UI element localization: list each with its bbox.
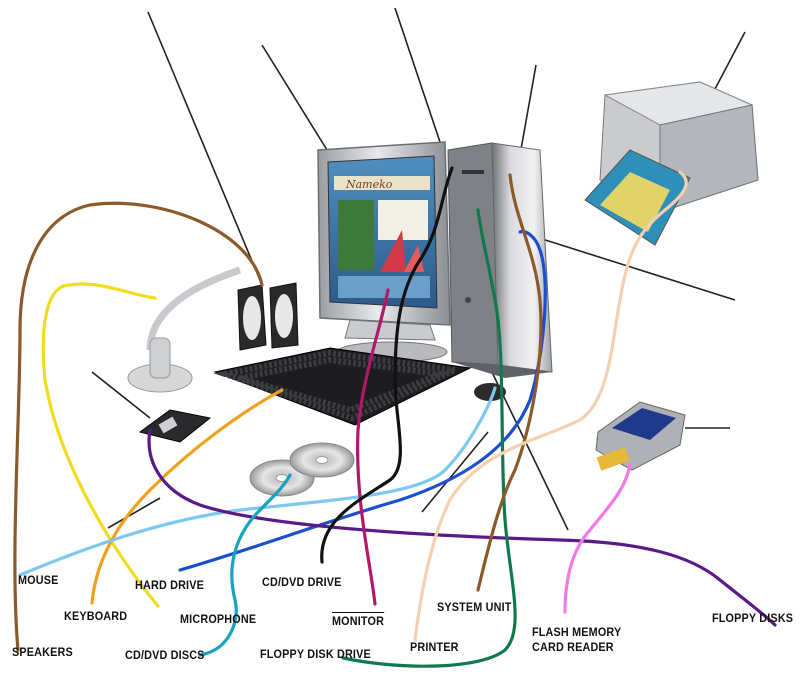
microphone-illustration (127, 266, 242, 393)
label-flash-memory-line2: CARD READER (532, 640, 614, 654)
label-cd-dvd-discs: CD/DVD DISCS (125, 648, 205, 662)
floppy-disk-illustration (138, 409, 212, 443)
floppy-disk-drive-cord (341, 208, 517, 668)
printer-illustration (584, 81, 759, 246)
hard-drive-cord (178, 229, 547, 572)
label-system-unit: SYSTEM UNIT (437, 600, 512, 614)
mouse-illustration (474, 383, 506, 401)
system-unit-illustration (447, 142, 553, 378)
flash-card-reader-cord (563, 463, 632, 614)
label-cd-dvd-drive: CD/DVD DRIVE (262, 575, 342, 589)
label-speakers: SPEAKERS (12, 645, 73, 659)
label-mouse: MOUSE (18, 573, 59, 587)
mouse-cord (18, 386, 497, 577)
label-flash-memory-line1: FLASH MEMORY (532, 625, 622, 639)
speakers-illustration (237, 282, 299, 351)
label-floppy-disk-drive: FLOPPY DISK DRIVE (260, 647, 371, 661)
monitor-illustration: Nameko (317, 141, 451, 363)
connector-cords (13, 166, 777, 668)
keyboard-illustration (213, 347, 472, 426)
speakers-cord (13, 201, 264, 652)
screen-logo: Nameko (345, 178, 393, 191)
label-microphone: MICROPHONE (180, 612, 257, 626)
printer-cord (413, 170, 688, 642)
label-printer: PRINTER (410, 640, 459, 654)
cd-dvd-drive-cord (320, 166, 454, 564)
system-unit-cord (476, 173, 543, 592)
monitor-cord (356, 288, 390, 606)
keyboard-cord (90, 388, 284, 605)
cd-dvd-discs-cord (198, 473, 292, 657)
cd-dvd-discs-illustration (249, 442, 355, 497)
label-monitor: MONITOR (332, 612, 385, 628)
label-flash-memory-card-reader: FLASH MEMORY CARD READER (532, 625, 621, 655)
label-floppy-disks: FLOPPY DISKS (712, 611, 794, 625)
label-hard-drive: HARD DRIVE (135, 578, 205, 592)
floppy-disks-cord (147, 428, 777, 627)
label-keyboard: KEYBOARD (64, 609, 128, 623)
microphone-cord (41, 282, 160, 608)
flash-card-reader-illustration (595, 401, 686, 471)
